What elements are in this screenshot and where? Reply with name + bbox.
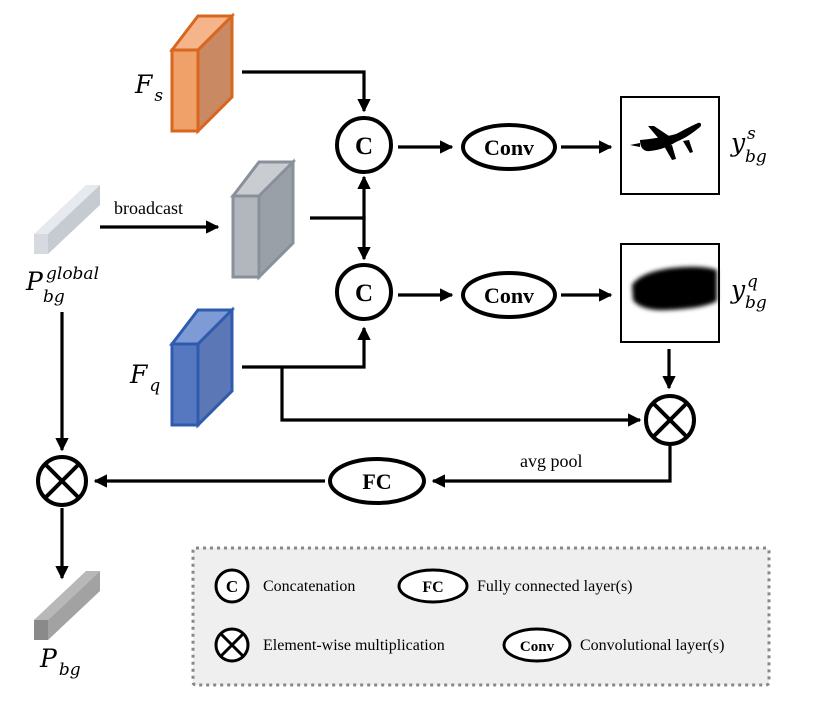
svg-text:FC: FC (422, 579, 443, 596)
broadcast-feature-block (229, 158, 297, 281)
pglobal-vector (34, 185, 100, 254)
yq-label-sup: q (747, 272, 758, 292)
predicted-mask-blob (632, 266, 717, 311)
pbg-top (34, 571, 100, 620)
legend-multiply-text: Element-wise multiplication (263, 637, 445, 654)
support-mask-image (620, 96, 720, 195)
fq-feature-block (168, 306, 236, 429)
fs-block-front (170, 48, 200, 133)
concat-node-bottom: C (335, 263, 393, 321)
concat-node-top: C (335, 116, 393, 174)
ys-label: y (730, 128, 746, 157)
legend-multiply-symbol (214, 627, 250, 663)
legend-fc-symbol: FC (397, 568, 469, 604)
multiply-node-left (36, 455, 88, 507)
avg-pool-arrow (431, 446, 672, 488)
fq-block-front (170, 342, 200, 427)
ys-label-sup: s (747, 124, 756, 144)
pbg-side (48, 571, 100, 640)
fc-node: FC (328, 457, 426, 505)
broadcast-block-front (231, 194, 261, 279)
pglobal-label-sup: global (46, 264, 99, 284)
pglobal-front (34, 234, 48, 254)
pglobal-top (34, 185, 100, 234)
legend-concat-symbol: C (214, 568, 250, 604)
fq-to-concat-bottom-arrow (242, 326, 371, 369)
multiply-node-right (644, 394, 696, 446)
query-mask-image (620, 243, 720, 343)
pbg-vector (34, 571, 100, 640)
pglobal-label: P (25, 267, 44, 296)
svg-text:Conv: Conv (520, 639, 555, 655)
broadcast-label: broadcast (114, 198, 183, 218)
legend-box (191, 546, 771, 687)
conv-node-top-label: Conv (484, 135, 534, 160)
pbg-front (34, 620, 48, 640)
fs-to-concat-top-arrow (242, 70, 371, 113)
legend-concat-text: Concatenation (263, 578, 355, 595)
legend-fc-text: Fully connected layer(s) (477, 578, 633, 595)
ys-label-sub: bg (745, 147, 767, 167)
airplane-silhouette-icon (630, 122, 702, 160)
fq-to-multiply-arrow (280, 367, 642, 427)
avg-pool-label: avg pool (520, 451, 583, 471)
legend: C Concatenation FC Fully connected layer… (191, 546, 771, 687)
legend-conv-symbol: Conv (502, 627, 572, 663)
pglobal-side (48, 185, 100, 254)
fs-feature-block (168, 12, 236, 135)
concat-node-top-label: C (355, 133, 373, 160)
yq-label: y (730, 275, 746, 304)
conv-node-bottom-label: Conv (484, 283, 534, 308)
fc-node-label: FC (362, 469, 391, 494)
legend-conv-text: Convolutional layer(s) (580, 637, 724, 654)
conv-node-bottom: Conv (461, 271, 557, 319)
conv-node-top: Conv (461, 123, 557, 171)
svg-text:C: C (226, 577, 238, 596)
concat-node-bottom-label: C (355, 280, 373, 307)
yq-label-sub: bg (745, 293, 767, 313)
pglobal-label-sub: bg (43, 287, 65, 307)
